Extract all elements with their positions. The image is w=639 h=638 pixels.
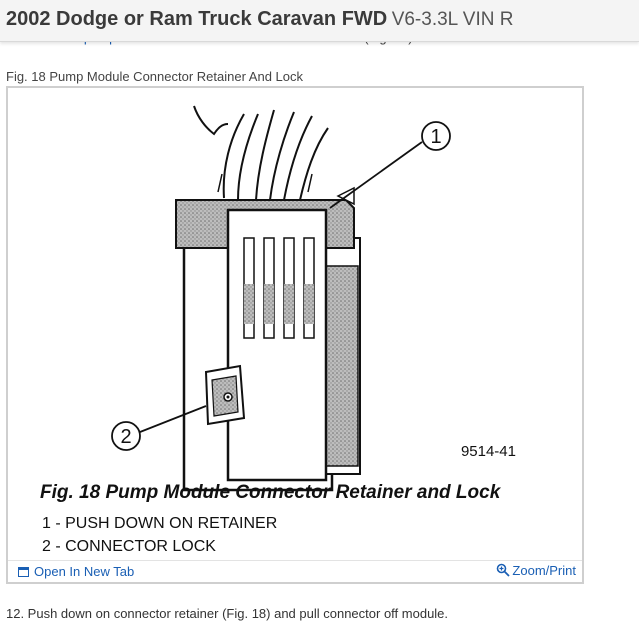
new-tab-icon (18, 567, 29, 577)
callout-1: 1 (329, 121, 451, 209)
figure-footer: Open In New Tab Zoom/Print (8, 560, 582, 582)
zoom-icon (497, 563, 511, 577)
figure-caption: Fig. 18 Pump Module Connector Retainer A… (6, 69, 304, 84)
page-header: 2002 Dodge or Ram Truck Caravan FWD V6-3… (0, 0, 639, 42)
figure-container: 1 2 9514-41 Fig. 18 Pump Module Connecto… (6, 86, 584, 584)
legend-item-1: 1 - PUSH DOWN ON RETAINER (42, 515, 277, 532)
connector-lock (204, 364, 246, 426)
page-subtitle: V6-3.3L VIN R (391, 9, 514, 30)
open-in-new-tab-label: Open In New Tab (34, 564, 135, 579)
step-12-text: 12. Push down on connector retainer (Fig… (6, 606, 449, 621)
front-plate (226, 208, 328, 482)
zoom-print-link[interactable]: Zoom/Print (496, 563, 576, 578)
wire-bundle (193, 105, 329, 201)
callout-1-label: 1 (430, 126, 441, 148)
open-in-new-tab-link[interactable]: Open In New Tab (18, 564, 134, 579)
figure-number: 9514-41 (461, 443, 516, 460)
callout-2-label: 2 (120, 426, 131, 448)
page-title: 2002 Dodge or Ram Truck Caravan FWD (6, 8, 388, 30)
legend-item-2: 2 - CONNECTOR LOCK (42, 538, 216, 555)
callout-2: 2 (111, 405, 207, 451)
drawing-title: Fig. 18 Pump Module Connector Retainer a… (40, 482, 502, 503)
connector-diagram: 1 2 9514-41 Fig. 18 Pump Module Connecto… (40, 105, 516, 555)
zoom-print-label: Zoom/Print (512, 563, 576, 578)
